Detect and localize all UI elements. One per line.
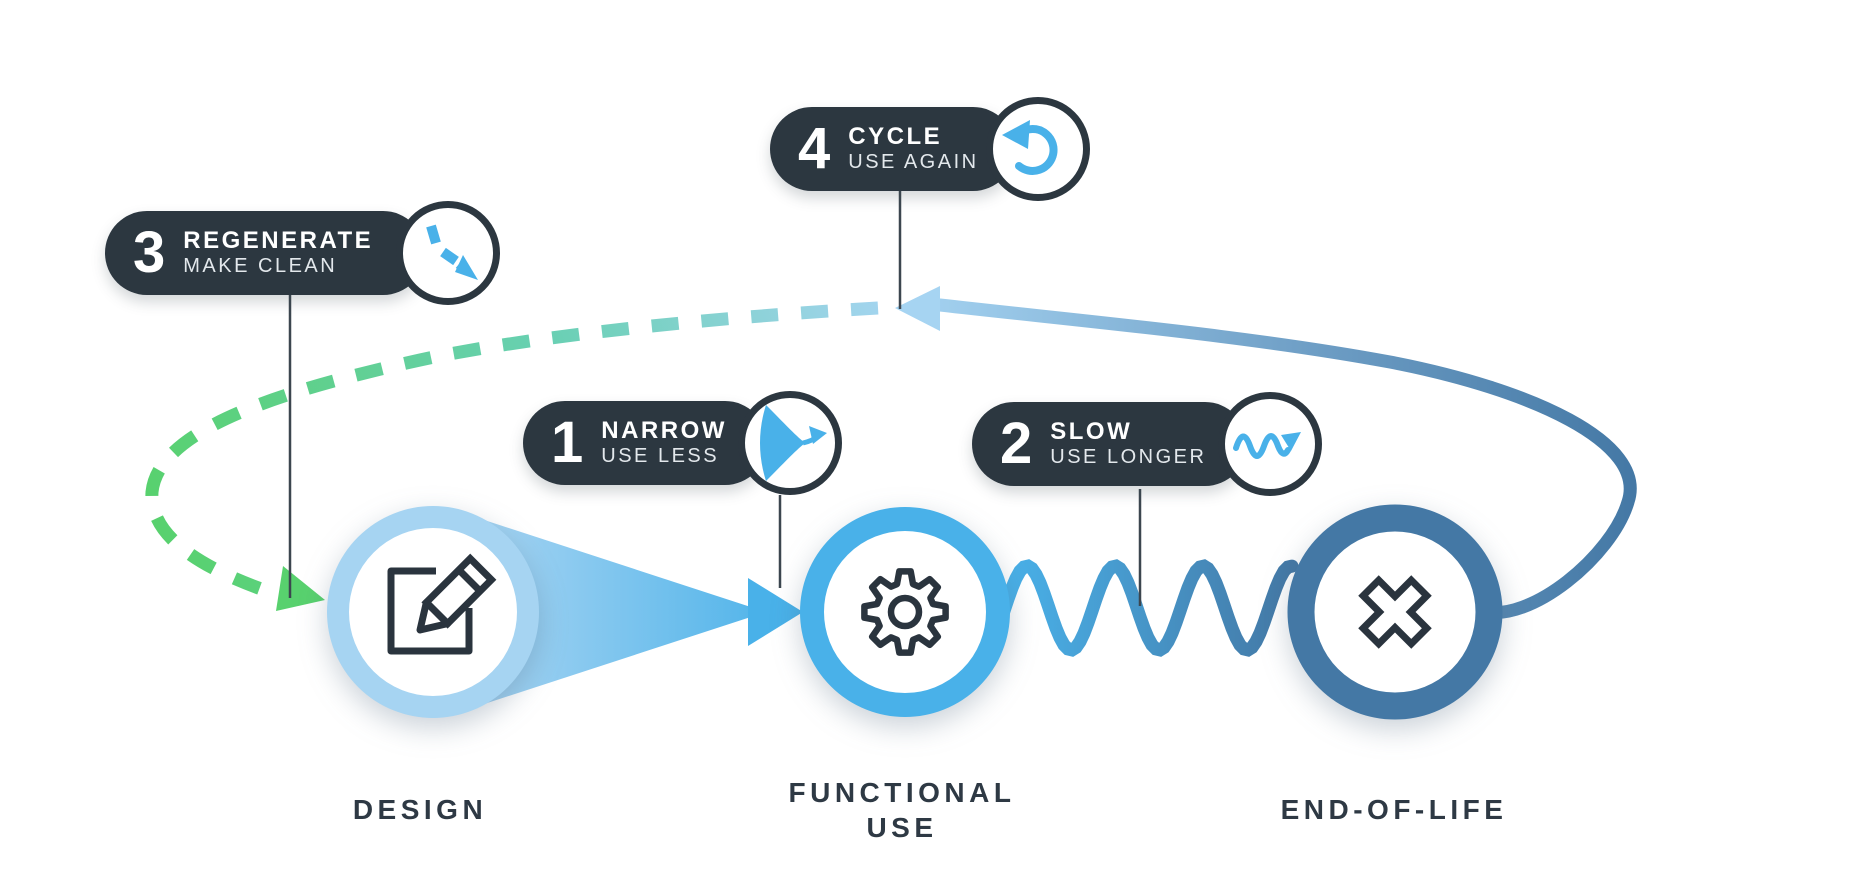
x-cross-icon	[1358, 575, 1432, 649]
strategy-title: NARROW	[601, 417, 727, 444]
gear-icon	[861, 568, 949, 656]
loop-back-arrow-icon	[986, 97, 1090, 201]
narrow-funnel-arrow-icon	[738, 391, 842, 495]
strategy-subtitle: USE LESS	[601, 445, 720, 467]
design-to-use-funnel-arrow	[472, 516, 803, 708]
strategy-subtitle: MAKE CLEAN	[183, 255, 338, 277]
strategy-title: CYCLE	[848, 123, 943, 150]
dashed-curve-arrow-icon	[396, 201, 500, 305]
slow-wavy-connector	[993, 559, 1299, 657]
strategy-number: 2	[1000, 411, 1033, 476]
strategy-title: SLOW	[1050, 418, 1133, 445]
cycle-loop-arrow	[895, 286, 1637, 620]
strategy-subtitle: USE LONGER	[1050, 446, 1207, 468]
edit-pencil-icon	[387, 553, 497, 655]
strategy-title: REGENERATE	[183, 227, 374, 254]
strategy-pill-cycle[interactable]: 4 CYCLE USE AGAIN	[770, 97, 1090, 201]
functional-use-label: FUNCTIONAL USE	[788, 777, 1016, 843]
strategy-pill-slow[interactable]: 2 SLOW USE LONGER	[972, 392, 1322, 496]
strategy-number: 3	[133, 220, 166, 285]
wavy-arrow-icon	[1218, 392, 1322, 496]
end-of-life-label: END-OF-LIFE	[1280, 794, 1508, 825]
strategy-number: 4	[798, 116, 831, 181]
end-of-life-node[interactable]	[1287, 504, 1503, 720]
strategy-pill-regenerate[interactable]: 3 REGENERATE MAKE CLEAN	[105, 201, 500, 305]
strategy-number: 1	[551, 410, 584, 475]
strategy-subtitle: USE AGAIN	[848, 151, 979, 173]
functional-use-node[interactable]	[800, 507, 1010, 717]
regenerate-dashed-arrow	[145, 301, 879, 611]
design-label: DESIGN	[352, 794, 488, 825]
strategy-pill-narrow[interactable]: 1 NARROW USE LESS	[523, 391, 842, 495]
design-node[interactable]	[327, 506, 539, 718]
